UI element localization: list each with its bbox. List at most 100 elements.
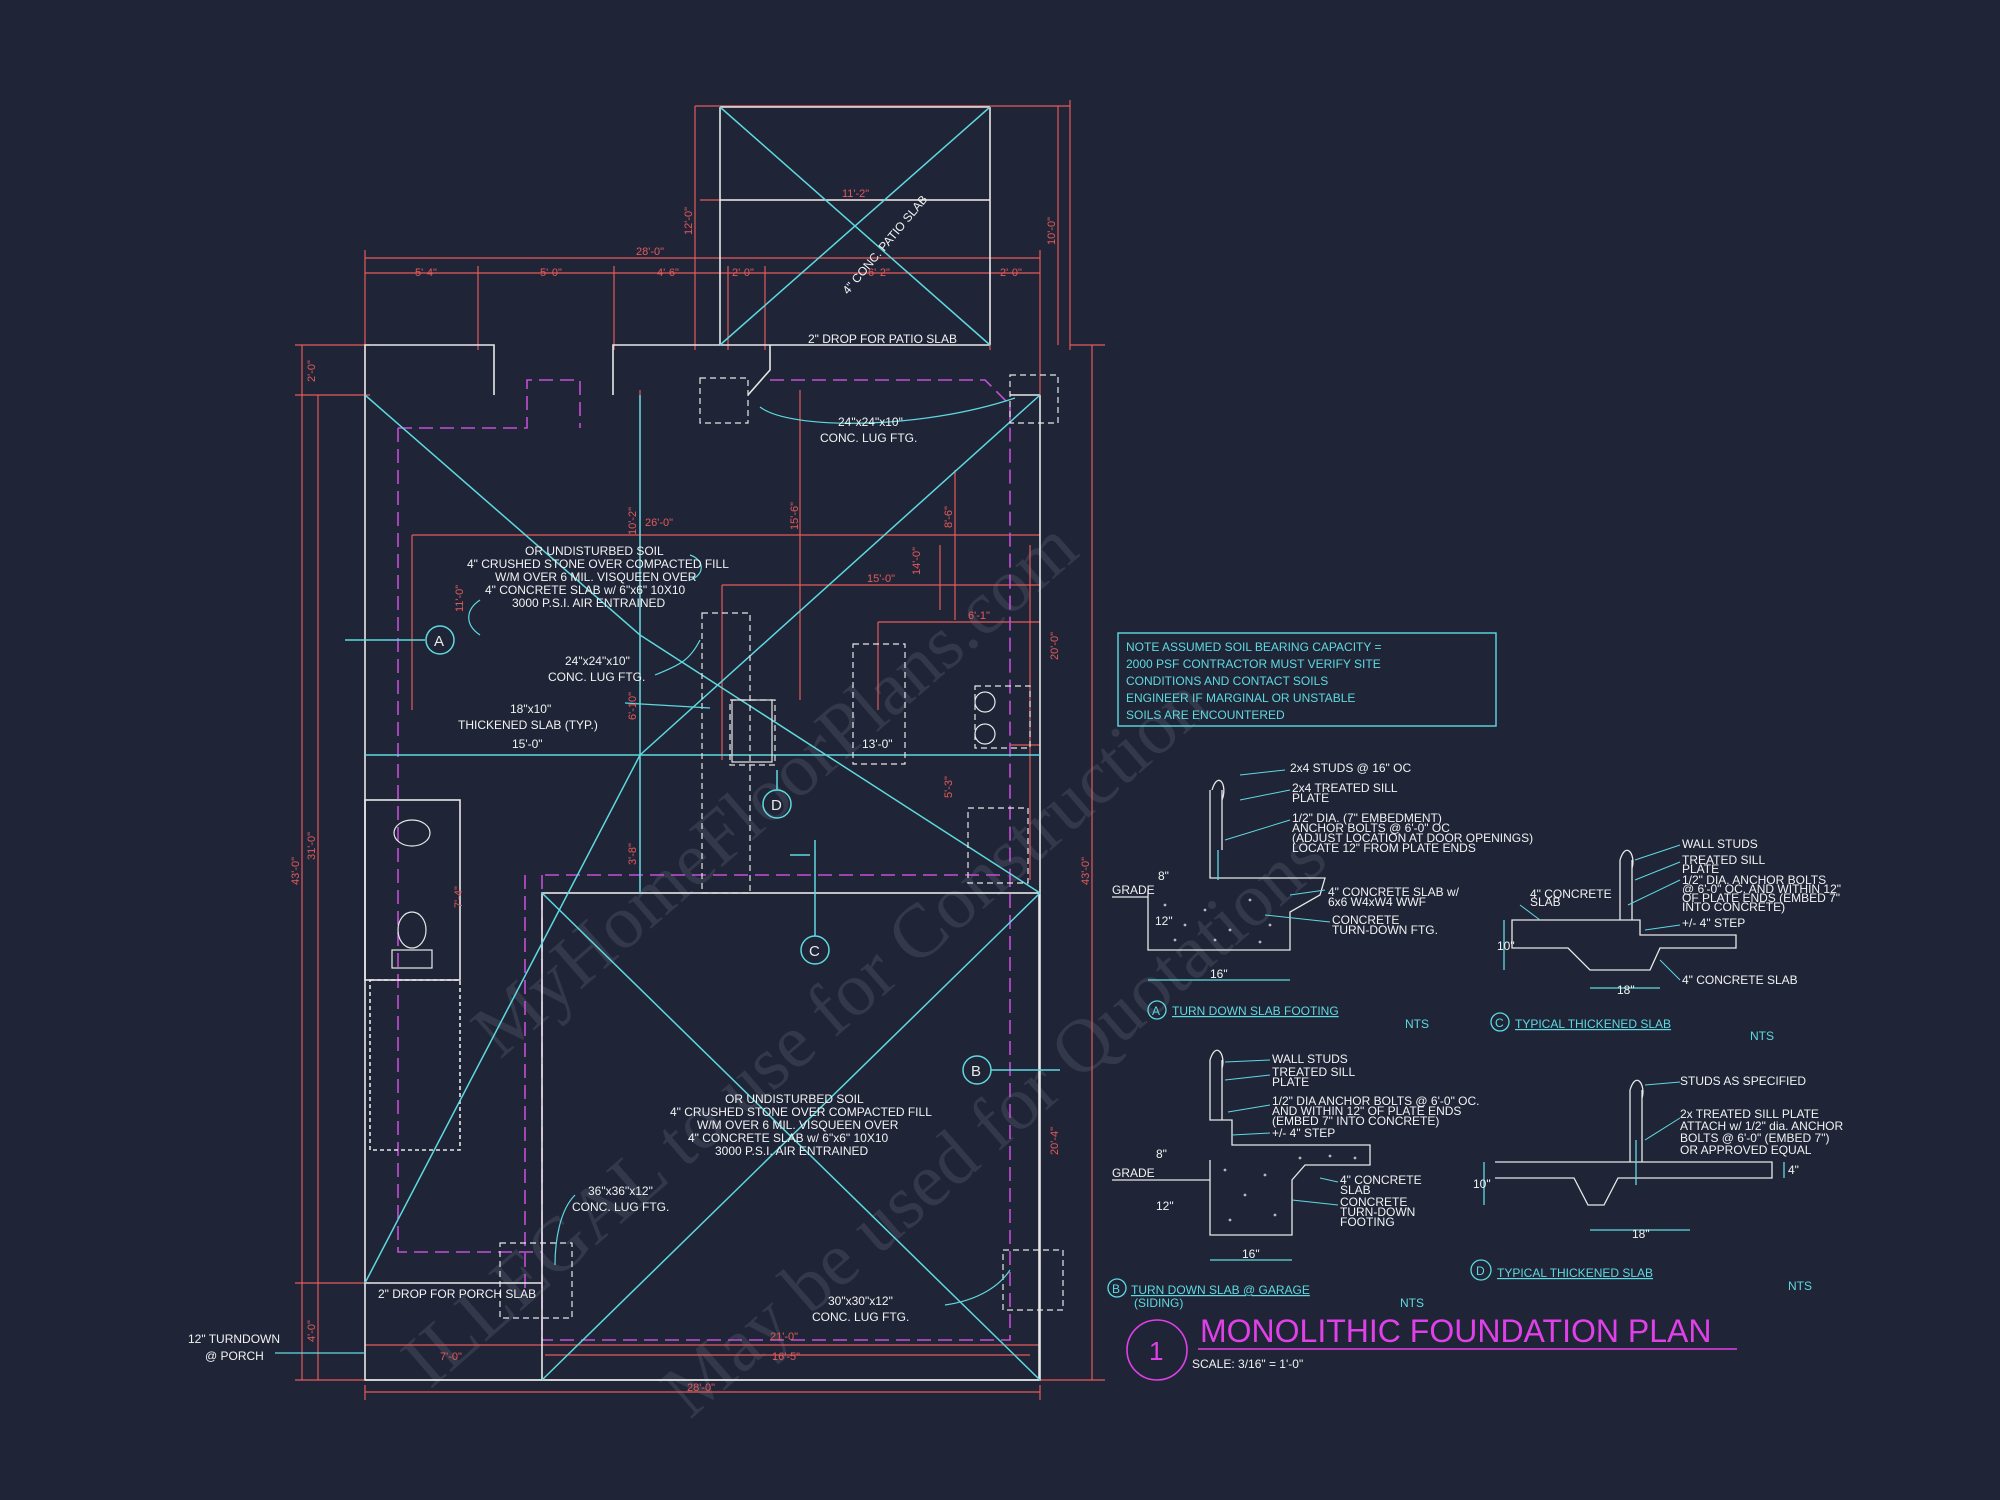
svg-text:10": 10" xyxy=(1473,1177,1491,1191)
detail-d-typical-thickened-slab: STUDS AS SPECIFIED 2x TREATED SILL PLATE… xyxy=(1470,1074,1844,1293)
svg-text:NTS: NTS xyxy=(1788,1279,1812,1293)
svg-text:CONCRETE: CONCRETE xyxy=(1340,1195,1407,1209)
svg-text:15'-0": 15'-0" xyxy=(512,737,543,751)
svg-text:D: D xyxy=(1476,1264,1485,1278)
svg-text:ENGINEER IF MARGINAL OR UNSTAB: ENGINEER IF MARGINAL OR UNSTABLE xyxy=(1126,691,1355,705)
lug-30-1: 30"x30"x12" xyxy=(828,1294,893,1308)
svg-text:14'-0": 14'-0" xyxy=(911,547,923,575)
svg-text:13'-0": 13'-0" xyxy=(862,737,893,751)
svg-text:NTS: NTS xyxy=(1400,1296,1424,1310)
svg-text:ANCHOR BOLTS @ 6'-0" OC: ANCHOR BOLTS @ 6'-0" OC xyxy=(1292,821,1450,835)
svg-text:16": 16" xyxy=(1210,967,1228,981)
svg-text:5'-0": 5'-0" xyxy=(540,267,562,279)
drawing-title: MONOLITHIC FOUNDATION PLAN xyxy=(1200,1313,1711,1349)
svg-text:4": 4" xyxy=(1788,1163,1799,1177)
svg-text:W/M OVER 6 MIL. VISQUEEN OVER: W/M OVER 6 MIL. VISQUEEN OVER xyxy=(697,1118,899,1132)
svg-text:2'-0": 2'-0" xyxy=(732,267,754,279)
svg-text:4" CONCRETE SLAB: 4" CONCRETE SLAB xyxy=(1682,973,1798,987)
svg-text:6'-1": 6'-1" xyxy=(968,610,990,622)
svg-text:28'-0": 28'-0" xyxy=(687,1382,715,1394)
svg-text:15'-0": 15'-0" xyxy=(867,573,895,585)
svg-text:4" CRUSHED STONE OVER COMPACTE: 4" CRUSHED STONE OVER COMPACTED FILL xyxy=(670,1105,932,1119)
fixtures xyxy=(391,691,996,969)
svg-text:4" CONCRETE: 4" CONCRETE xyxy=(1530,887,1612,901)
svg-text:CONCRETE: CONCRETE xyxy=(1332,913,1399,927)
svg-text:GRADE: GRADE xyxy=(1112,883,1155,897)
svg-text:11'-2": 11'-2" xyxy=(842,188,869,200)
svg-text:STUDS AS SPECIFIED: STUDS AS SPECIFIED xyxy=(1680,1074,1806,1088)
svg-text:INTO CONCRETE): INTO CONCRETE) xyxy=(1682,900,1785,914)
detail-a-turn-down-slab-footing: 2x4 STUDS @ 16" OC 2x4 TREATED SILL PLAT… xyxy=(1112,761,1533,1031)
svg-text:PLATE: PLATE xyxy=(1682,862,1719,876)
svg-text:OF PLATE ENDS (EMBED 7": OF PLATE ENDS (EMBED 7" xyxy=(1682,891,1840,905)
detail-c-title: TYPICAL THICKENED SLAB xyxy=(1515,1017,1671,1031)
leader-lines xyxy=(275,397,1016,1354)
patio-drop-label: 2" DROP FOR PATIO SLAB xyxy=(808,332,957,346)
svg-text:PLATE: PLATE xyxy=(1272,1075,1309,1089)
lug-36-2: CONC. LUG FTG. xyxy=(572,1200,669,1214)
svg-text:W/M OVER 6 MIL. VISQUEEN OVER: W/M OVER 6 MIL. VISQUEEN OVER xyxy=(495,570,697,584)
svg-text:SLAB: SLAB xyxy=(1340,1183,1371,1197)
svg-text:7'-4": 7'-4" xyxy=(453,886,465,908)
svg-text:ATTACH w/ 1/2" dia. ANCHOR: ATTACH w/ 1/2" dia. ANCHOR xyxy=(1680,1119,1844,1133)
callout-d: D xyxy=(771,797,782,814)
svg-text:PLATE: PLATE xyxy=(1292,791,1329,805)
svg-text:4" CONCRETE SLAB w/ 6"x6" 10X1: 4" CONCRETE SLAB w/ 6"x6" 10X10 xyxy=(688,1131,889,1145)
svg-text:1/2" DIA. ANCHOR BOLTS: 1/2" DIA. ANCHOR BOLTS xyxy=(1682,873,1826,887)
section-callout-letters: A C B D xyxy=(434,633,981,1080)
lug-top-1: 24"x24"x10" xyxy=(838,415,903,429)
slab-spec-lower: OR UNDISTURBED SOIL 4" CRUSHED STONE OVE… xyxy=(670,1092,932,1158)
drawing-scale: SCALE: 3/16" = 1'-0" xyxy=(1192,1357,1303,1371)
svg-text:FOOTING: FOOTING xyxy=(1340,1215,1395,1229)
svg-text:31'-0": 31'-0" xyxy=(306,832,318,860)
thickened-1: 18"x10" xyxy=(510,702,551,716)
svg-text:4" CONCRETE: 4" CONCRETE xyxy=(1340,1173,1422,1187)
detail-c-typical-thickened-slab: WALL STUDS TREATED SILL PLATE 1/2" DIA. … xyxy=(1490,837,1841,1043)
svg-text:NTS: NTS xyxy=(1750,1029,1774,1043)
svg-text:18": 18" xyxy=(1632,1227,1650,1241)
svg-text:8": 8" xyxy=(1158,869,1169,883)
svg-text:(ADJUST LOCATION AT DOOR OPENI: (ADJUST LOCATION AT DOOR OPENINGS) xyxy=(1292,831,1533,845)
svg-text:+/- 4" STEP: +/- 4" STEP xyxy=(1682,916,1745,930)
svg-text:3000 P.S.I. AIR ENTRAINED: 3000 P.S.I. AIR ENTRAINED xyxy=(715,1144,869,1158)
svg-text:B: B xyxy=(1112,1282,1120,1296)
svg-text:3'-8": 3'-8" xyxy=(627,843,639,865)
svg-text:6'-10": 6'-10" xyxy=(627,692,639,720)
svg-text:2x4 STUDS @ 16" OC: 2x4 STUDS @ 16" OC xyxy=(1290,761,1411,775)
svg-text:2000 PSF CONTRACTOR MUST VERIF: 2000 PSF CONTRACTOR MUST VERIFY SITE xyxy=(1126,657,1381,671)
svg-text:SLAB: SLAB xyxy=(1530,895,1561,909)
svg-text:18": 18" xyxy=(1617,983,1635,997)
porch-drop-label: 2" DROP FOR PORCH SLAB xyxy=(378,1287,536,1301)
lug-30-2: CONC. LUG FTG. xyxy=(812,1310,909,1324)
detail-b-title: TURN DOWN SLAB @ GARAGE xyxy=(1131,1283,1310,1297)
svg-text:@ 6'-0" OC. AND WITHIN 12": @ 6'-0" OC. AND WITHIN 12" xyxy=(1682,882,1841,896)
svg-text:10'-2": 10'-2" xyxy=(627,507,639,535)
svg-text:3000 P.S.I. AIR ENTRAINED: 3000 P.S.I. AIR ENTRAINED xyxy=(512,596,666,610)
svg-text:28'-0": 28'-0" xyxy=(636,246,664,258)
detail-a-title: TURN DOWN SLAB FOOTING xyxy=(1172,1004,1339,1018)
callout-a: A xyxy=(434,633,444,650)
svg-text:SOILS ARE ENCOUNTERED: SOILS ARE ENCOUNTERED xyxy=(1126,708,1285,722)
svg-text:TREATED SILL: TREATED SILL xyxy=(1272,1065,1355,1079)
lug-mid-2: CONC. LUG FTG. xyxy=(548,670,645,684)
svg-text:TURN-DOWN FTG.: TURN-DOWN FTG. xyxy=(1332,923,1438,937)
svg-text:CONDITIONS AND CONTACT SOILS: CONDITIONS AND CONTACT SOILS xyxy=(1126,674,1328,688)
svg-text:11'-0": 11'-0" xyxy=(454,585,466,612)
callout-c: C xyxy=(809,943,820,960)
svg-text:OR UNDISTURBED SOIL: OR UNDISTURBED SOIL xyxy=(525,544,664,558)
svg-text:16": 16" xyxy=(1242,1247,1260,1261)
title-block: 1 MONOLITHIC FOUNDATION PLAN SCALE: 3/16… xyxy=(1126,1313,1737,1381)
lug-mid-1: 24"x24"x10" xyxy=(565,654,630,668)
svg-text:12'-0": 12'-0" xyxy=(683,207,695,235)
turndown-porch-2: @ PORCH xyxy=(205,1349,264,1363)
svg-text:NTS: NTS xyxy=(1405,1017,1429,1031)
foundation-plan: A C B D xyxy=(275,100,1105,1400)
svg-text:BOLTS @ 6'-0" (EMBED 7"): BOLTS @ 6'-0" (EMBED 7") xyxy=(1680,1131,1829,1145)
plan-text: 4" CONC. PATIO SLAB 2" DROP FOR PATIO SL… xyxy=(188,188,1092,1394)
svg-text:10": 10" xyxy=(1497,939,1515,953)
svg-text:7'-0": 7'-0" xyxy=(440,1351,462,1363)
thickened-2: THICKENED SLAB (TYP.) xyxy=(458,718,598,732)
svg-text:26'-0": 26'-0" xyxy=(645,517,673,529)
svg-text:2x TREATED SILL PLATE: 2x TREATED SILL PLATE xyxy=(1680,1107,1819,1121)
